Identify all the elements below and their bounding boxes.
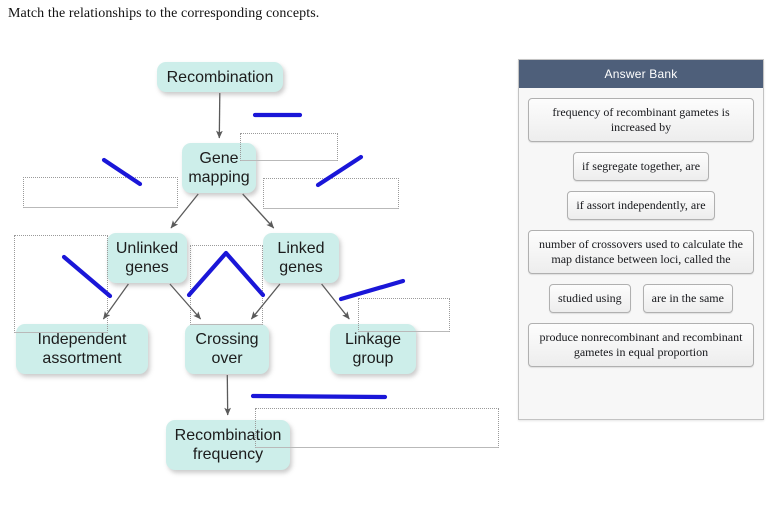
concept-node-label: Crossing over xyxy=(195,331,259,367)
dropzone-unlinked-to-independent[interactable] xyxy=(14,235,108,333)
concept-node-label: Gene mapping xyxy=(188,150,250,186)
concept-node-crossing-over: Crossing over xyxy=(185,324,269,374)
concept-node-recombination: Recombination xyxy=(157,62,283,92)
concept-node-gene-mapping: Gene mapping xyxy=(182,143,256,193)
dropzone-center-crossing-over[interactable] xyxy=(190,245,263,325)
concept-node-unlinked-genes: Unlinked genes xyxy=(107,233,187,283)
dropzone-recombination-to-gene-mapping[interactable] xyxy=(240,133,338,161)
edge-recombination-gene-mapping xyxy=(216,92,223,139)
tile-frequency-recombinant[interactable]: frequency of recombinant gametes is incr… xyxy=(528,98,754,142)
bank-row-6: produce nonrecombinant and recombinant g… xyxy=(528,323,754,367)
tile-assort-independently[interactable]: if assort independently, are xyxy=(567,191,715,220)
concept-node-label: Linked genes xyxy=(277,240,325,276)
tile-produce-nonrecombinant[interactable]: produce nonrecombinant and recombinant g… xyxy=(528,323,754,367)
concept-node-linked-genes: Linked genes xyxy=(263,233,339,283)
answer-bank-title: Answer Bank xyxy=(519,60,763,88)
tile-number-crossovers[interactable]: number of crossovers used to calculate t… xyxy=(528,230,754,274)
concept-node-linkage-group: Linkage group xyxy=(330,324,416,374)
tile-segregate-together[interactable]: if segregate together, are xyxy=(572,152,710,181)
bank-row-1: frequency of recombinant gametes is incr… xyxy=(528,98,754,142)
dropzone-gene-mapping-to-unlinked[interactable] xyxy=(23,177,178,208)
bank-row-3: if assort independently, are xyxy=(528,191,754,220)
edge-linked-linkage-group xyxy=(321,283,350,320)
concept-node-label: Recombination frequency xyxy=(174,427,282,463)
concept-node-label: Unlinked genes xyxy=(115,240,179,276)
answer-bank-panel: Answer Bank frequency of recombinant gam… xyxy=(518,59,764,420)
dropzone-crossing-over-to-frequency[interactable] xyxy=(255,408,499,448)
concept-node-label: Linkage group xyxy=(344,331,402,367)
tile-studied-using[interactable]: studied using xyxy=(549,284,631,313)
dropzone-linked-to-linkage-group[interactable] xyxy=(358,298,450,332)
bank-row-4: number of crossovers used to calculate t… xyxy=(528,230,754,274)
page-title: Match the relationships to the correspon… xyxy=(8,6,320,21)
answer-bank-tiles: frequency of recombinant gametes is incr… xyxy=(519,88,763,367)
dropzone-gene-mapping-to-linked[interactable] xyxy=(263,178,399,209)
bank-row-2: if segregate together, are xyxy=(528,152,754,181)
concept-node-label: Independent assortment xyxy=(37,331,127,367)
bank-row-5: studied using are in the same xyxy=(528,284,754,313)
concept-node-recombination-frequency: Recombination frequency xyxy=(166,420,290,470)
concept-node-label: Recombination xyxy=(166,68,274,86)
tile-are-in-the-same[interactable]: are in the same xyxy=(642,284,733,313)
